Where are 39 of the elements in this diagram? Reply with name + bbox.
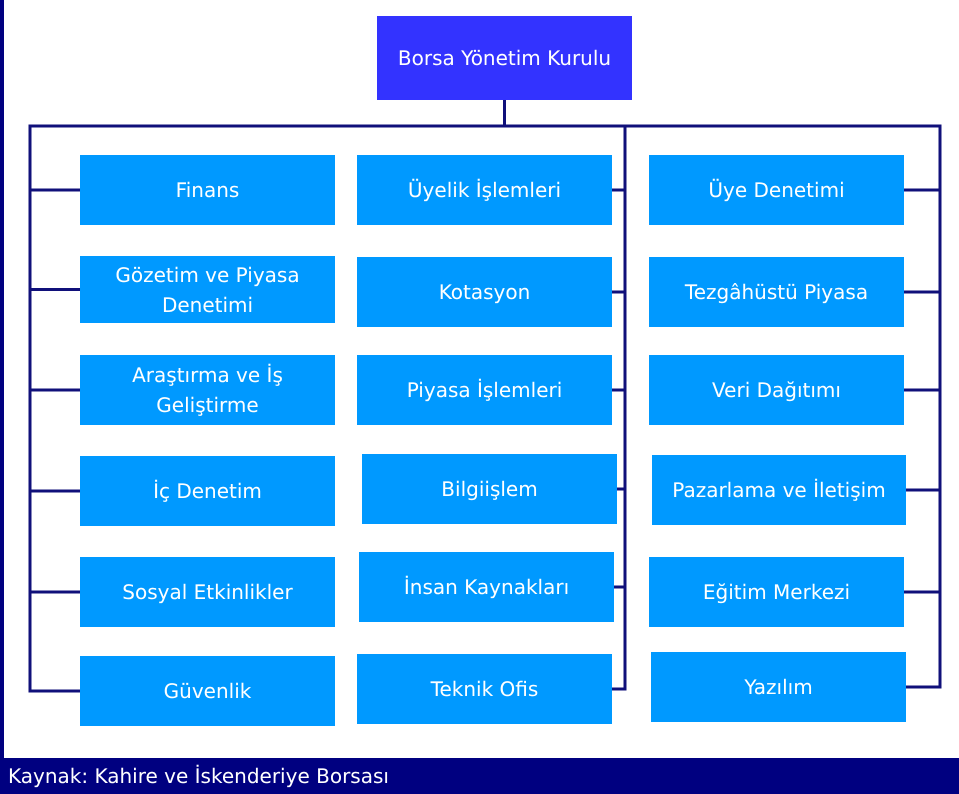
box-label: Tezgâhüstü Piyasa [684, 279, 868, 306]
department-box [80, 456, 335, 526]
box-label: Yazılım [744, 674, 813, 701]
box-label: Teknik Ofis [430, 676, 538, 703]
department-box [359, 552, 614, 622]
box-label: Veri Dağıtımı [712, 377, 841, 404]
source-caption: Kaynak: Kahire ve İskenderiye Borsası [0, 758, 959, 794]
box-label: Güvenlik [164, 678, 252, 705]
department-box [357, 654, 612, 724]
box-label: Eğitim Merkezi [702, 579, 850, 606]
department-box [651, 652, 906, 722]
box-label: İç Denetim [153, 478, 262, 505]
box-label: Borsa Yönetim Kurulu [398, 45, 612, 72]
box-label: Gözetim ve Piyasa Denetimi [114, 262, 301, 318]
department-box [362, 454, 617, 524]
department-box [80, 155, 335, 225]
box-label: Bilgiişlem [441, 476, 538, 503]
box-label: İnsan Kaynakları [404, 574, 570, 601]
department-box [649, 155, 904, 225]
department-box [649, 355, 904, 425]
department-box [80, 656, 335, 726]
department-box [649, 257, 904, 327]
box-label: Üye Denetimi [708, 177, 845, 204]
box-label: Üyelik İşlemleri [408, 177, 562, 204]
box-label: Kotasyon [438, 279, 530, 306]
department-box [80, 557, 335, 627]
box-label: Finans [176, 177, 240, 204]
department-box [80, 355, 335, 425]
department-box [357, 155, 612, 225]
box-label: Araştırma ve İş Geliştirme [131, 362, 284, 419]
board-box [377, 16, 632, 100]
box-label: Sosyal Etkinlikler [122, 579, 293, 606]
department-box [649, 557, 904, 627]
department-box [80, 256, 335, 323]
department-box [652, 455, 906, 525]
department-box [357, 257, 612, 327]
box-label: Piyasa İşlemleri [406, 377, 562, 404]
department-box [357, 355, 612, 425]
box-label: Pazarlama ve İletişim [672, 477, 886, 504]
